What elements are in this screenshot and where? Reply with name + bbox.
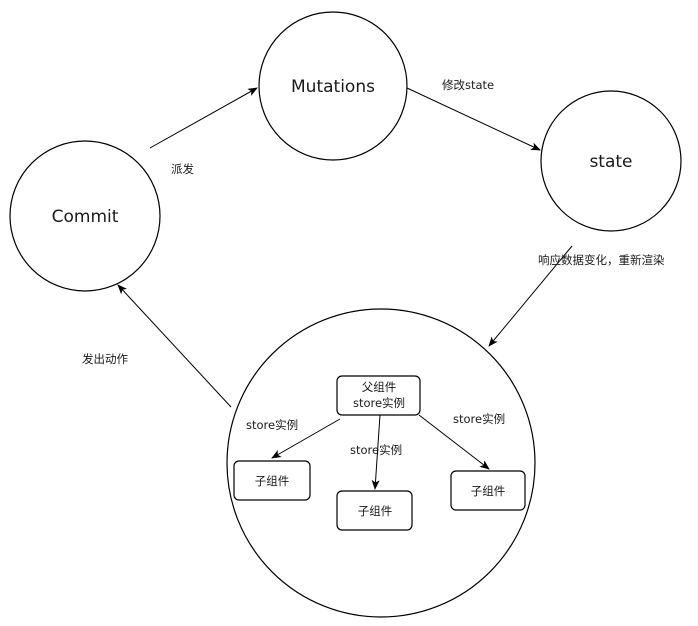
child-component-middle-label: 子组件 [358,504,393,518]
child-component-left-box [233,460,311,501]
store-instance-right-edge-label: store实例 [453,412,505,426]
edge-components-to-commit [117,284,232,408]
store-instance-left-edge-label: store实例 [246,418,298,432]
commit-node [9,140,161,292]
edge-state-to-components [488,245,573,347]
child-component-right-label: 子组件 [471,484,506,498]
state-node [540,90,682,232]
edge-parent-to-left-child [271,418,341,459]
state-label: state [589,152,632,172]
child-component-right-box [450,470,526,511]
edge-parent-to-right-child [418,414,490,470]
modify-state-edge-label: 修改state [442,78,494,92]
edge-parent-to-middle-child [371,414,381,490]
mutations-node [258,11,408,161]
components-container [226,308,536,618]
dispatch-edge-label: 派发 [171,162,194,176]
child-component-middle-box [336,490,413,531]
parent-store-instance-label: store实例 [353,396,405,410]
commit-label: Commit [52,207,119,227]
parent-component-label: 父组件 [362,380,397,394]
rerender-edge-label: 响应数据变化，重新渲染 [538,253,665,267]
mutations-label: Mutations [291,77,375,97]
edge-commit-to-mutations [149,87,258,149]
edge-mutations-to-state [406,87,541,151]
emit-action-edge-label: 发出动作 [82,352,128,366]
parent-component-box [336,375,421,416]
child-component-left-label: 子组件 [255,474,290,488]
store-instance-middle-edge-label: store实例 [350,443,402,457]
